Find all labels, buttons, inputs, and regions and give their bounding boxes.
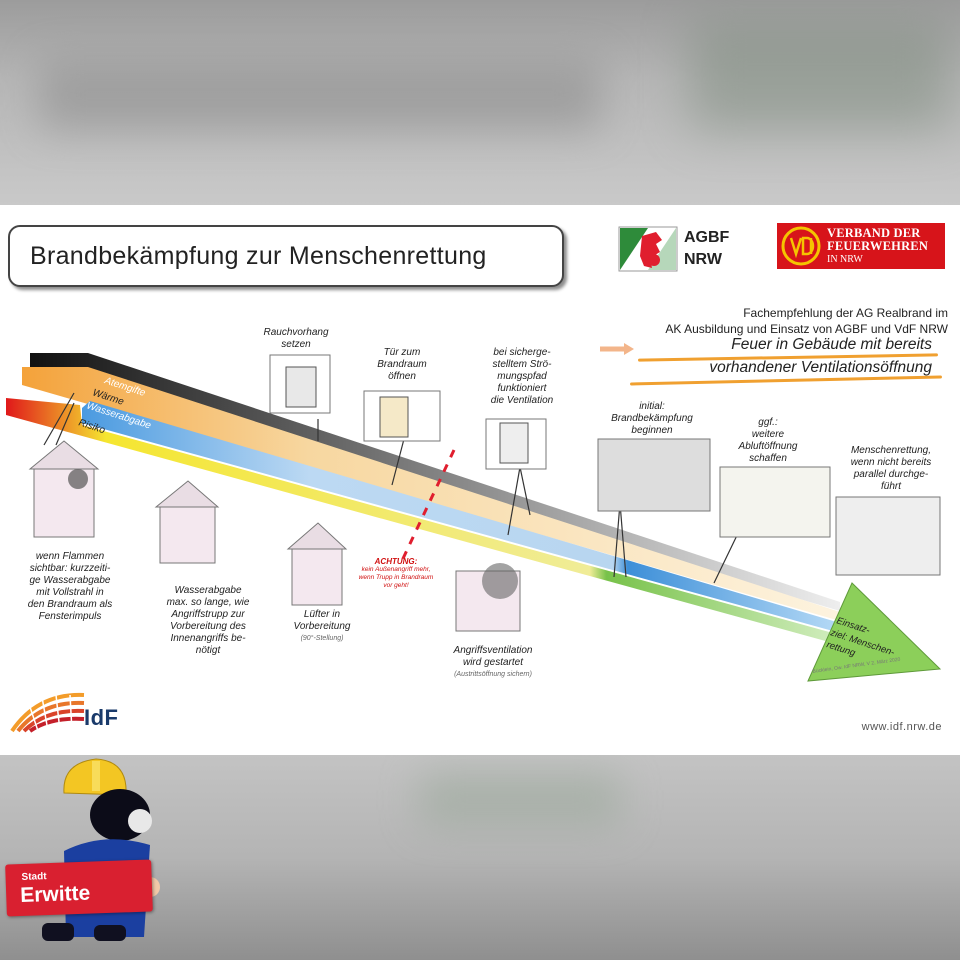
step-text: stelltem Strö- (492, 359, 552, 370)
step-text: Vorbereitung des (170, 621, 246, 632)
subtitle-line-1: Feuer in Gebäude mit bereits (731, 336, 932, 353)
step-text: öffnen (388, 371, 416, 382)
sign-line-2: Erwitte (19, 881, 91, 908)
step-text: funktioniert (497, 383, 547, 394)
vdf-line-1: VERBAND DER (827, 225, 921, 240)
step-text: Angriffstrupp zur (171, 609, 245, 620)
step-luefter: Lüfter in Vorbereitung (90°-Stellung) (282, 609, 362, 645)
arrow-right-icon (600, 343, 634, 355)
agbf-line-1: AGBF (684, 229, 730, 246)
step-wasserabgabe: Wasserabgabe max. so lange, wie Angriffs… (150, 585, 266, 657)
step-fensterimpuls: wenn Flammen sichtbar: kurzzeiti- ge Was… (20, 551, 120, 623)
warning-text: kein Außenangriff mehr, (361, 566, 431, 573)
step-text: führt (880, 481, 901, 492)
step-text: schaffen (749, 453, 787, 464)
step-text: ggf.: (758, 417, 778, 428)
band-wasserabgabe (82, 401, 840, 633)
step-text: Abluftöffnung (738, 441, 798, 452)
vdf-line-3: IN NRW (827, 253, 863, 265)
step-text: Rauchvorhang (263, 327, 329, 338)
step-subtext: (90°-Stellung) (300, 635, 344, 642)
step-text: wenn Flammen (35, 551, 105, 562)
step-text: bei sicherge- (493, 347, 551, 358)
step-text: parallel durchge- (853, 469, 929, 480)
step-text: weitere (751, 429, 785, 440)
blurred-background-top (0, 0, 960, 205)
step-text: Vorbereitung (293, 621, 351, 632)
step-text: Brandbekämpfung (611, 413, 693, 424)
step-angriffsventilation: Angriffsventilation wird gestartet (Aust… (428, 645, 558, 681)
step-text: Tür zum (383, 347, 421, 358)
step-brandbekaempfung: initial: Brandbekämpfung beginnen (600, 401, 704, 437)
step-stroemungspfad: bei sicherge- stelltem Strö- mungspfad f… (474, 347, 570, 407)
step-text: Menschenrettung, (850, 445, 932, 456)
warning-text: wenn Trupp in Brandraum (358, 574, 434, 581)
step-tuer-oeffnen: Tür zum Brandraum öffnen (362, 347, 442, 383)
step-text: Wasserabgabe (174, 585, 242, 596)
firefighter-mascot-icon (42, 758, 160, 941)
stadt-erwitte-sign: Stadt Erwitte (5, 859, 153, 917)
dashed-separator (398, 449, 456, 566)
step-menschenrettung: Menschenrettung, wenn nicht bereits para… (834, 445, 948, 493)
goal-arrow (807, 582, 942, 682)
step-text: Brandraum (377, 359, 427, 370)
step-text: Angriffsventilation (453, 645, 533, 656)
band-risiko (6, 398, 840, 645)
scene-sketches (28, 354, 941, 632)
fachempfehlung-line-2: AK Ausbildung und Einsatz von AGBF und V… (665, 322, 948, 336)
agbf-line-2: NRW (684, 251, 722, 268)
step-subtext: (Austrittsöffnung sichern) (454, 671, 532, 678)
step-text: nötigt (195, 645, 221, 656)
step-text: setzen (281, 339, 311, 350)
step-text: initial: (639, 401, 665, 412)
step-text: Lüfter in (303, 609, 341, 620)
pointer-lines (43, 392, 743, 584)
step-text: wird gestartet (462, 657, 524, 668)
warning-text: vor geht! (383, 582, 409, 589)
scenario-subtitle: Feuer in Gebäude mit bereits vorhandener… (590, 335, 950, 386)
warning-title: ACHTUNG: (374, 557, 418, 566)
step-abluftoeffnung: ggf.: weitere Abluftöffnung schaffen (726, 417, 810, 465)
step-text: die Ventilation (490, 395, 554, 406)
slide-title: Brandbekämpfung zur Menschenrettung (8, 225, 564, 287)
subtitle-line-2: vorhandener Ventilationsöffnung (709, 359, 932, 376)
agbf-logo: AGBF NRW (618, 225, 768, 273)
step-rauchvorhang: Rauchvorhang setzen (256, 327, 336, 351)
agbf-crest-icon (618, 226, 678, 272)
band-waerme (22, 367, 840, 621)
footer-url: www.idf.nrw.de (861, 721, 942, 733)
warning-note: ACHTUNG: kein Außenangriff mehr, wenn Tr… (344, 558, 448, 590)
step-text: Innenangriffs be- (170, 633, 246, 644)
vdf-emblem-icon (781, 226, 821, 266)
step-text: Fensterimpuls (38, 611, 102, 622)
step-text: ge Wasserabgabe (29, 575, 111, 586)
step-text: den Brandraum als (27, 599, 113, 610)
vdf-logo: VERBAND DER FEUERWEHREN IN NRW (777, 223, 945, 269)
step-text: mit Vollstrahl in (36, 587, 104, 598)
idf-logo-icon (10, 692, 85, 733)
timeline-diagram: Atemgifte Wärme Wasserabgabe Risiko Eins… (6, 353, 942, 682)
slide-image: Brandbekämpfung zur Menschenrettung AGBF… (0, 205, 960, 755)
step-text: wenn nicht bereits (850, 457, 932, 468)
idf-logo-text: IdF (84, 705, 119, 730)
fachempfehlung-line-1: Fachempfehlung der AG Realbrand im (743, 306, 948, 320)
vdf-line-2: FEUERWEHREN (827, 238, 929, 253)
blurred-background-bottom (0, 755, 960, 960)
step-text: sichtbar: kurzzeiti- (29, 563, 111, 574)
step-text: max. so lange, wie (166, 597, 250, 608)
sign-line-1: Stadt (21, 871, 47, 883)
step-text: mungspfad (497, 371, 547, 382)
fachempfehlung-text: Fachempfehlung der AG Realbrand im AK Au… (548, 305, 948, 337)
step-text: beginnen (631, 425, 673, 436)
